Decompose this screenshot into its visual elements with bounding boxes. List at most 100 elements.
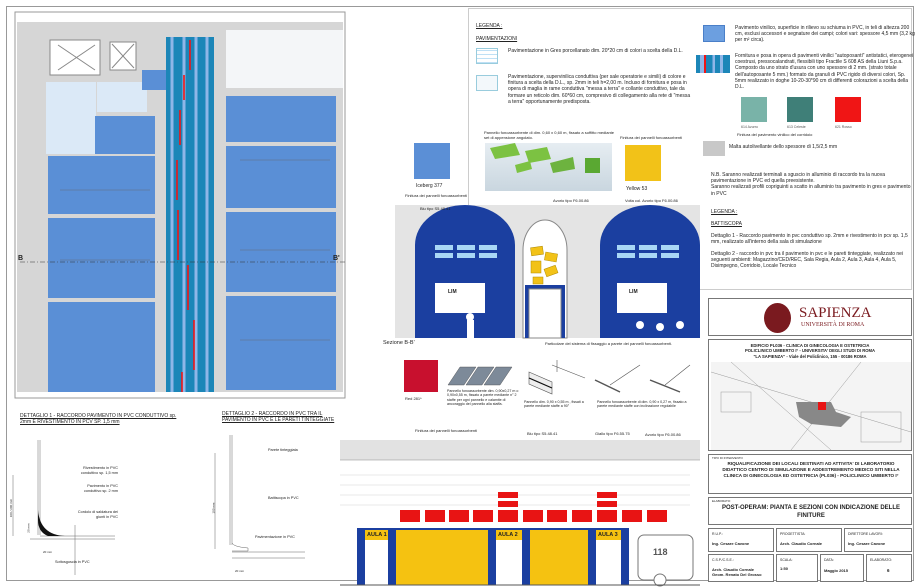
section-mark-b: B <box>18 255 24 262</box>
panel-blue-name: Iceberg 377 <box>416 183 443 189</box>
d1-label-pavimento: Pavimento in PVC conduttivo sp. 2 mm <box>84 484 118 493</box>
d1-label-sottosguscia: Sottosguscia in PVC <box>55 560 90 564</box>
swatch-gres <box>476 48 498 64</box>
data-label: DATA: <box>824 558 834 562</box>
pavimentazioni-title: PAVIMENTAZIONI <box>476 36 518 42</box>
elev-label-blu: Blu tipo S5.48.41 <box>527 431 558 436</box>
d2-label-battiscopa: Battiscopa in PVC <box>268 496 299 500</box>
progettista-label: PROGETTISTA: <box>780 532 806 536</box>
swatch-celeste <box>787 97 813 122</box>
csp-label: C.S.P./C.S.E.: <box>712 558 734 562</box>
sapienza-seal <box>764 303 791 333</box>
scala-label: SCALA: <box>780 558 793 562</box>
building-address: EDIFICIO PL036 - CLINICA DI GINECOLOGIA … <box>744 343 875 359</box>
detail-b-text: Pannello dim. 0,90 x 0,55 m , fissati a … <box>524 400 584 409</box>
location-box: EDIFICIO PL036 - CLINICA DI GINECOLOGIA … <box>708 339 912 451</box>
panel-swatch-blue <box>414 143 450 179</box>
swatch-vinilico <box>703 25 725 42</box>
swatch-azzurro-label: 614 Azurro <box>741 125 758 129</box>
progettista-box: PROGETTISTA: Arch. Claudio Cornale <box>776 528 842 552</box>
panel-photo <box>485 143 612 191</box>
section-mark-b-prime: B' <box>333 255 340 262</box>
room-aula-3: AULA 3 <box>598 532 618 538</box>
d1-dim-small: 20 mm <box>26 523 31 533</box>
ambulance-number: 118 <box>653 547 668 557</box>
rup-value: Ing. Cesare Cavone <box>712 541 750 546</box>
swatch-celeste-label: 613 Celeste <box>787 125 806 129</box>
bracket-inclined-drawing <box>594 364 691 393</box>
rup-label: R.U.P.: <box>712 532 723 536</box>
panel-yellow-name: Yellow 53 <box>626 186 648 192</box>
detail-a-text: Pannello fonoassorbente dim. 0,90x0,27 m… <box>447 389 519 407</box>
swatch-supervinilica <box>476 75 498 91</box>
scala-value: 1:50 <box>780 566 789 571</box>
legend-nb: N.B. Saranno realizzati terminali a sgus… <box>711 172 911 197</box>
label-avorio-bb: Avorio tipo F6.00.86 <box>553 198 589 203</box>
elaborato-box: ELABORATO: POST-OPERAM: PIANTA E SEZIONI… <box>708 497 912 525</box>
fixing-title: Particolare del sistema di fissaggio a p… <box>545 341 673 346</box>
data-value: Maggio 2015 <box>824 568 849 573</box>
elaborato-label: ELABORATO: <box>712 499 731 503</box>
room-aula-1: AULA 1 <box>367 532 387 538</box>
panel-swatch-yellow <box>625 145 661 181</box>
csp-value: Arch. Claudio Cornale Geom. Renato Del G… <box>712 567 762 577</box>
dettaglio-2-title: DETTAGLIO 2 - RACCORDO IN PVC TRA IL PAV… <box>222 411 335 424</box>
swatch-autoposante <box>696 55 730 73</box>
direttore-label: DIRETTORE LAVORI: <box>848 532 883 536</box>
section-bb-title: Sezione B-B' <box>383 340 415 346</box>
swatch-azzurro <box>741 97 767 122</box>
d1-dim-height: 100 / 200 mm <box>9 498 14 518</box>
progettista-value: Arch. Claudio Cornale <box>780 541 823 546</box>
legend-dettaglio-1: Dettaglio 1 - Raccordo pavimento in pvc … <box>711 233 908 246</box>
floor-plan <box>14 11 346 399</box>
d2-dim-height: 100 mm <box>211 502 216 514</box>
label-volta-bb: Volta col. Avorio tipo F6.00.86 <box>625 198 678 203</box>
numero-box: ELABORATO: 6 <box>866 554 912 582</box>
d1-label-rivestimento: Rivestimento in PVC conduttivo sp. 1,5 m… <box>80 466 118 475</box>
panel-yellow-caption: Finitura dei pannelli fonoassorbenti <box>620 135 683 140</box>
data-box: DATA: Maggio 2015 <box>820 554 864 582</box>
logo-name: SAPIENZA <box>799 305 872 321</box>
elaborato-title: POST-OPERAM: PIANTA E SEZIONI CON INDICA… <box>721 505 900 519</box>
d1-label-cordolo: Cordolo di saldatura dei giunti in PVC <box>77 510 118 519</box>
logo-box: SAPIENZA UNIVERSITÀ DI ROMA <box>708 298 912 336</box>
csp-box: C.S.P./C.S.E.: Arch. Claudio Cornale Geo… <box>708 554 774 582</box>
d2-dim-width: 20 mm <box>235 569 245 573</box>
site-map <box>710 361 912 451</box>
legend-title: LEGENDA : <box>476 23 503 29</box>
dettaglio-1-title: DETTAGLIO 1 - RACCORDO PAVIMENTO IN PVC … <box>20 413 177 426</box>
legend-malta: Malta autolivellante dello spessore di 1… <box>729 144 838 150</box>
swatch-malta <box>703 141 725 156</box>
room-aula-2: AULA 2 <box>498 532 518 538</box>
panel-red-name: Red 281* <box>405 396 422 401</box>
d1-dim-width: 20 mm <box>43 550 53 554</box>
scala-box: SCALA: 1:50 <box>776 554 818 582</box>
dettaglio-2-drawing <box>214 435 305 559</box>
rup-box: R.U.P.: Ing. Cesare Cavone <box>708 528 774 552</box>
tipo-label: TIPO DI INTERVENTO <box>712 456 743 460</box>
numero-value: 6 <box>887 568 890 573</box>
d2-label-pavimentazione: Pavimentazione in PVC <box>255 535 295 539</box>
legend-supervinilica: Pavimentazione, supervinilica conduttiva… <box>508 74 691 105</box>
dettaglio-1-drawing <box>12 440 115 575</box>
bracket-90-drawing <box>528 360 586 395</box>
lim-2: LIM <box>629 289 638 295</box>
legend-vinilico: Pavimento vinilico, superficie in riliev… <box>735 25 915 44</box>
elev-label-finitura: Finitura dei pannelli fonoassorbenti <box>415 428 478 433</box>
d2-label-parete: Parete tinteggiata <box>268 448 298 452</box>
panel-swatch-red <box>404 360 438 392</box>
section-bb-drawing <box>395 205 700 339</box>
corridor-caption: Finitura del pavimento vinilico del corr… <box>737 132 813 137</box>
detail-c-text: Pannello fonoassorbente di dim. 0,90 x 0… <box>597 400 687 409</box>
battiscopa-title: BATTISCOPA <box>711 221 742 227</box>
panel-photo-caption: Pannello fonoassorbente di dim. 0,60 x 0… <box>484 130 615 140</box>
swatch-rosso <box>835 97 861 122</box>
lim-1: LIM <box>448 289 457 295</box>
panels-angled-drawing <box>447 366 513 386</box>
logo-sub: UNIVERSITÀ DI ROMA <box>801 322 865 328</box>
legend-dettaglio-2: Dettaglio 2 - raccordo in pvc tra il pav… <box>711 251 904 270</box>
legend-autoposante: Fornitura e posa in opera di pavimenti v… <box>735 53 914 91</box>
elevation-drawing <box>340 440 700 587</box>
legend-gres: Pavimentazione in Gres porcellanato dim.… <box>508 48 683 54</box>
panel-blue-caption: Finitura dei pannelli fonoassorbenti <box>405 193 468 198</box>
